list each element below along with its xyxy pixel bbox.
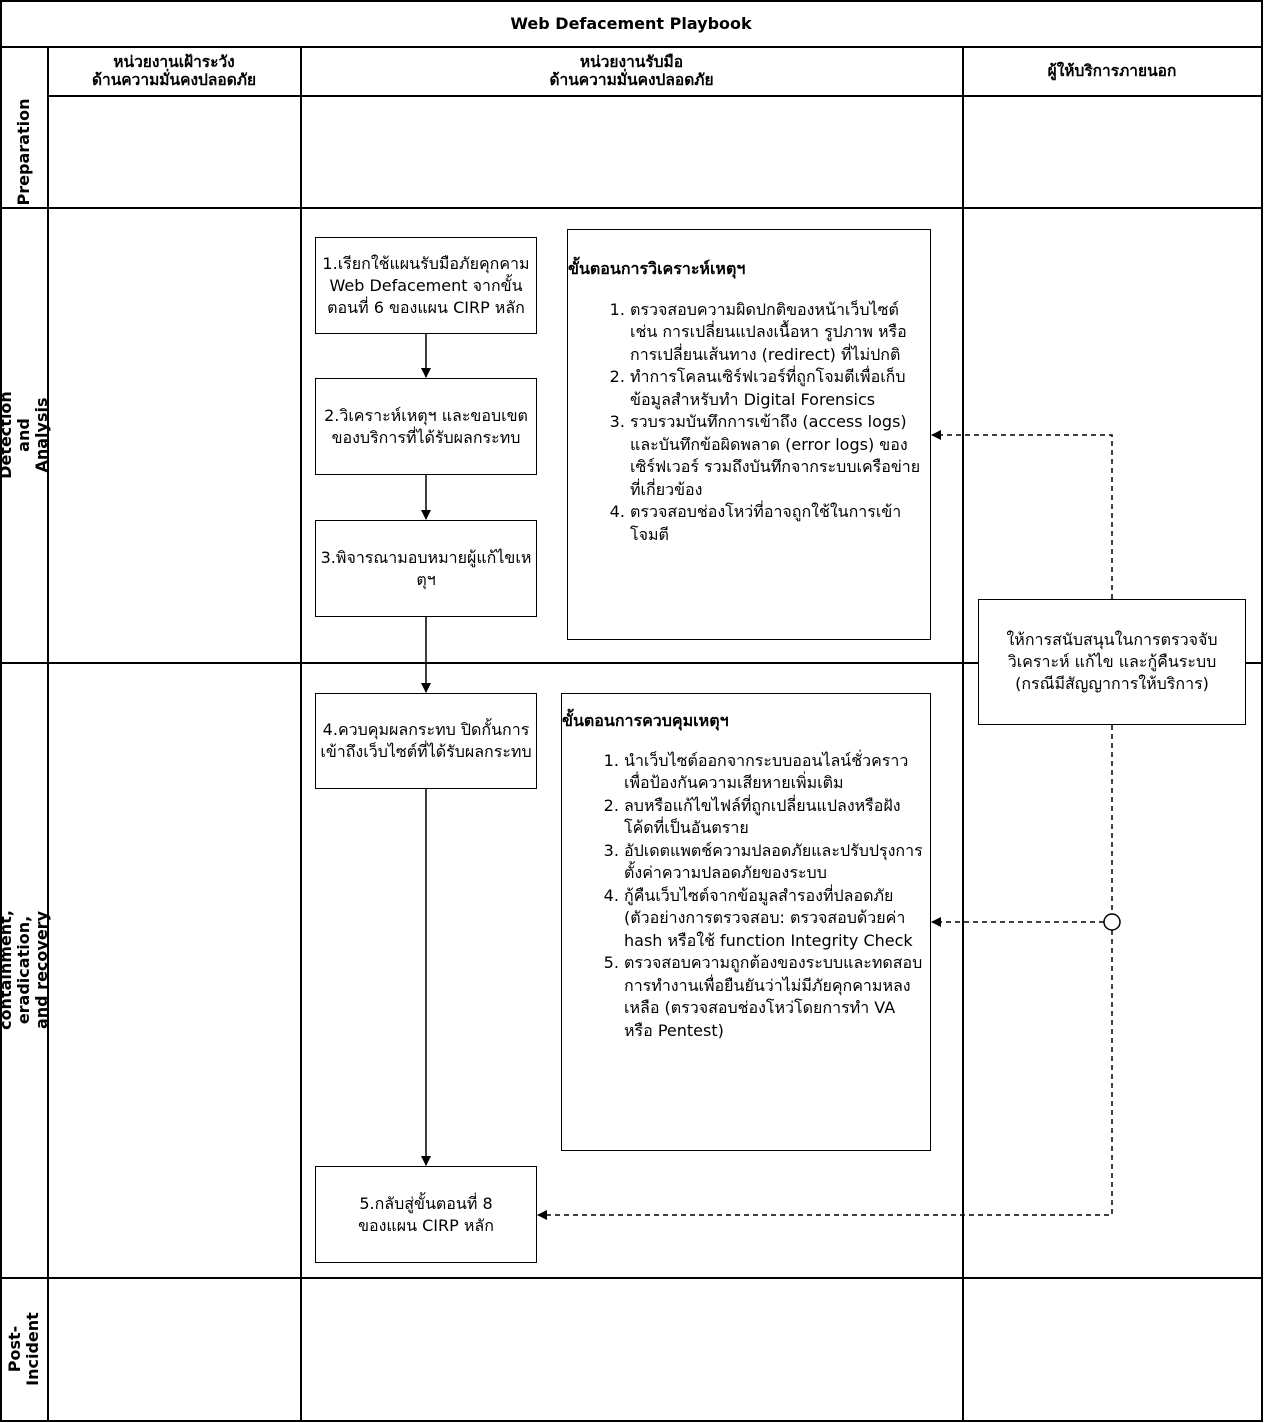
analysis-heading: ขั้นตอนการวิเคราะห์เหตุฯ: [568, 259, 746, 278]
containment-item-3: อัปเดตแพตช์ความปลอดภัยและปรับปรุงการตั้ง…: [624, 840, 924, 885]
containment-step-list: นำเว็บไซต์ออกจากระบบออนไลน์ชั่วคราวเพื่อ…: [562, 750, 924, 1043]
column-divider-2: [962, 46, 964, 1422]
dashed-junction-to-step5: [537, 930, 1113, 1220]
row-divider-2: [0, 662, 1263, 664]
border-right: [1261, 0, 1263, 1422]
containment-item-2: ลบหรือแก้ไขไฟล์ที่ถูกเปลี่ยนแปลงหรือฝังโ…: [624, 795, 924, 840]
column-header-vendor: ผู้ให้บริการภายนอก: [1047, 62, 1177, 80]
row-divider-3: [0, 1277, 1263, 1279]
containment-procedure-box: ขั้นตอนการควบคุมเหตุฯ นำเว็บไซต์ออกจากระ…: [561, 693, 931, 1151]
diagram-title: Web Defacement Playbook: [510, 13, 752, 33]
border-left: [0, 0, 2, 1422]
containment-item-1: นำเว็บไซต์ออกจากระบบออนไลน์ชั่วคราวเพื่อ…: [624, 750, 924, 795]
analysis-item-2: ทำการโคลนเซิร์ฟเวอร์ที่ถูกโจมตีเพื่อเก็บ…: [630, 366, 922, 411]
column-divider-0: [47, 46, 49, 1422]
analysis-item-3: รวบรวมบันทึกการเข้าถึง (access logs) และ…: [630, 411, 922, 501]
containment-item-4: กู้คืนเว็บไซต์จากข้อมูลสำรองที่ปลอดภัย (…: [624, 885, 924, 953]
border-bottom: [0, 1420, 1263, 1422]
containment-item-5: ตรวจสอบความถูกต้องของระบบและทดสอบการทำงา…: [624, 952, 924, 1042]
analysis-item-1: ตรวจสอบความผิดปกติของหน้าเว็บไซต์ เช่น ก…: [630, 299, 922, 367]
analysis-step-list: ตรวจสอบความผิดปกติของหน้าเว็บไซต์ เช่น ก…: [568, 299, 922, 547]
title-divider: [0, 46, 1263, 48]
vendor-support-box: ให้การสนับสนุนในการตรวจจับ วิเคราะห์ แก้…: [978, 599, 1246, 725]
column-divider-1: [300, 46, 302, 1422]
junction-node: [1103, 913, 1121, 931]
step-5-return-to-cirp: 5.กลับสู่ขั้นตอนที่ 8 ของแผน CIRP หลัก: [315, 1166, 537, 1263]
column-header-response: หน่วยงานรับมือ ด้านความมั่นคงปลอดภัย: [549, 53, 714, 89]
border-top: [0, 0, 1263, 2]
step-1-activate-plan: 1.เรียกใช้แผนรับมือภัยคุกคาม Web Defacem…: [315, 237, 537, 334]
analysis-procedure-box: ขั้นตอนการวิเคราะห์เหตุฯ ตรวจสอบความผิดป…: [567, 229, 931, 640]
step-3-assign-responder: 3.พิจารณามอบหมายผู้แก้ไขเหตุฯ: [315, 520, 537, 617]
dashed-vendor-to-analysis: [931, 430, 1113, 599]
containment-heading: ขั้นตอนการควบคุมเหตุฯ: [562, 711, 729, 730]
column-header-monitoring: หน่วยงานเฝ้าระวัง ด้านความมั่นคงปลอดภัย: [91, 53, 257, 89]
row-divider-1: [0, 207, 1263, 209]
step-2-analyze-incident: 2.วิเคราะห์เหตุฯ และขอบเขตของบริการที่ได…: [315, 378, 537, 475]
step-4-contain-impact: 4.ควบคุมผลกระทบ ปิดกั้นการเข้าถึงเว็บไซต…: [315, 693, 537, 789]
analysis-item-4: ตรวจสอบช่องโหว่ที่อาจถูกใช้ในการเข้าโจมต…: [630, 501, 922, 546]
header-divider: [47, 95, 1263, 97]
